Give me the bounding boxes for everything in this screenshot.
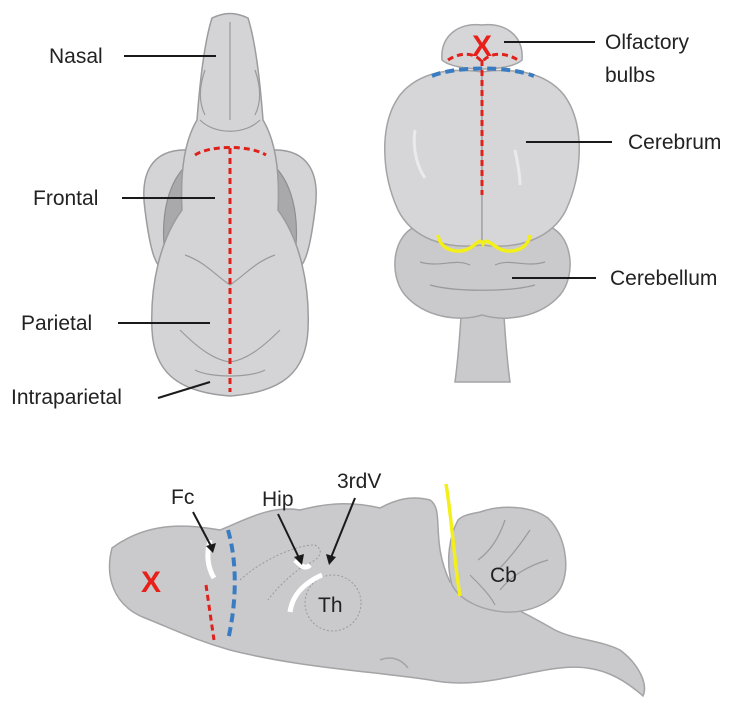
dorsal-brain-illustration xyxy=(385,25,580,382)
frontal-label: Frontal xyxy=(33,187,98,210)
parietal-label: Parietal xyxy=(21,312,92,335)
cerebellum-label: Cerebellum xyxy=(610,267,717,290)
olfactory-label-line1: Olfactory xyxy=(605,31,690,54)
sagittal-cerebellum-label: Cb xyxy=(490,564,517,587)
cerebrum-label: Cerebrum xyxy=(628,131,721,154)
third-ventricle-label: 3rdV xyxy=(337,470,381,493)
olfactory-x-mark: X xyxy=(472,30,492,63)
thalamus-label: Th xyxy=(318,594,343,617)
olfactory-label-line2: bulbs xyxy=(605,64,655,87)
sagittal-x-mark: X xyxy=(141,566,161,599)
fc-label: Fc xyxy=(171,486,194,509)
intraparietal-label: Intraparietal xyxy=(11,386,122,409)
nasal-label: Nasal xyxy=(49,45,103,68)
hip-label: Hip xyxy=(262,488,294,511)
sagittal-brain-illustration xyxy=(110,498,645,696)
